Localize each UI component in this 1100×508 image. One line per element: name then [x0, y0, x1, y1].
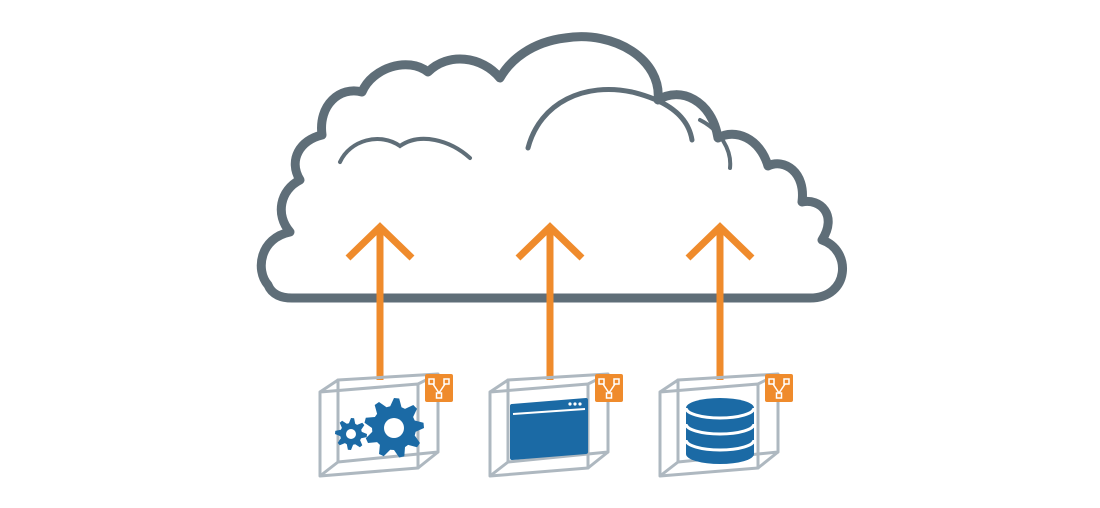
app-window-icon: [510, 398, 588, 460]
cloud-icon: [256, 32, 847, 303]
upload-arrow: [685, 222, 755, 380]
upload-arrow: [515, 222, 585, 380]
container-2: [488, 222, 623, 478]
gears-icon: [335, 398, 424, 458]
arrow-head: [345, 222, 415, 261]
database-icon: [684, 398, 756, 464]
network-badge-icon: [765, 374, 793, 402]
cloud-outline: [256, 32, 847, 303]
arrow-head: [685, 222, 755, 261]
network-badge-icon: [425, 374, 453, 402]
containers: [318, 222, 793, 478]
cloud-inner-contour-left: [338, 136, 472, 164]
cloud-inner-contour-right: [698, 118, 733, 170]
cloud-inner-contour-center: [525, 87, 695, 151]
upload-arrow: [345, 222, 415, 380]
container-1: [318, 222, 453, 478]
network-badge-icon: [595, 374, 623, 402]
arrow-head: [515, 222, 585, 261]
container-3: [658, 222, 793, 478]
